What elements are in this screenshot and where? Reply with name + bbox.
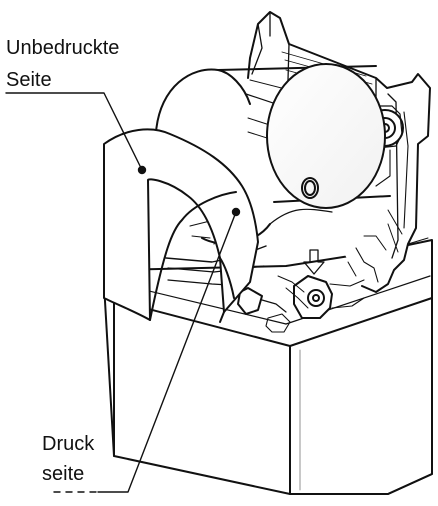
label-printed-side-line-2: seite xyxy=(42,463,85,485)
label-printed-side-line-1: Druck xyxy=(42,433,95,455)
paper-roll xyxy=(155,63,391,245)
label-unprinted-side-line-2: Seite xyxy=(6,69,52,91)
printer-body xyxy=(103,239,433,495)
paper-strip xyxy=(103,128,259,323)
label-unprinted-side-line-1: Unbedruckte xyxy=(6,37,120,59)
callout-leader-lines xyxy=(5,92,237,493)
